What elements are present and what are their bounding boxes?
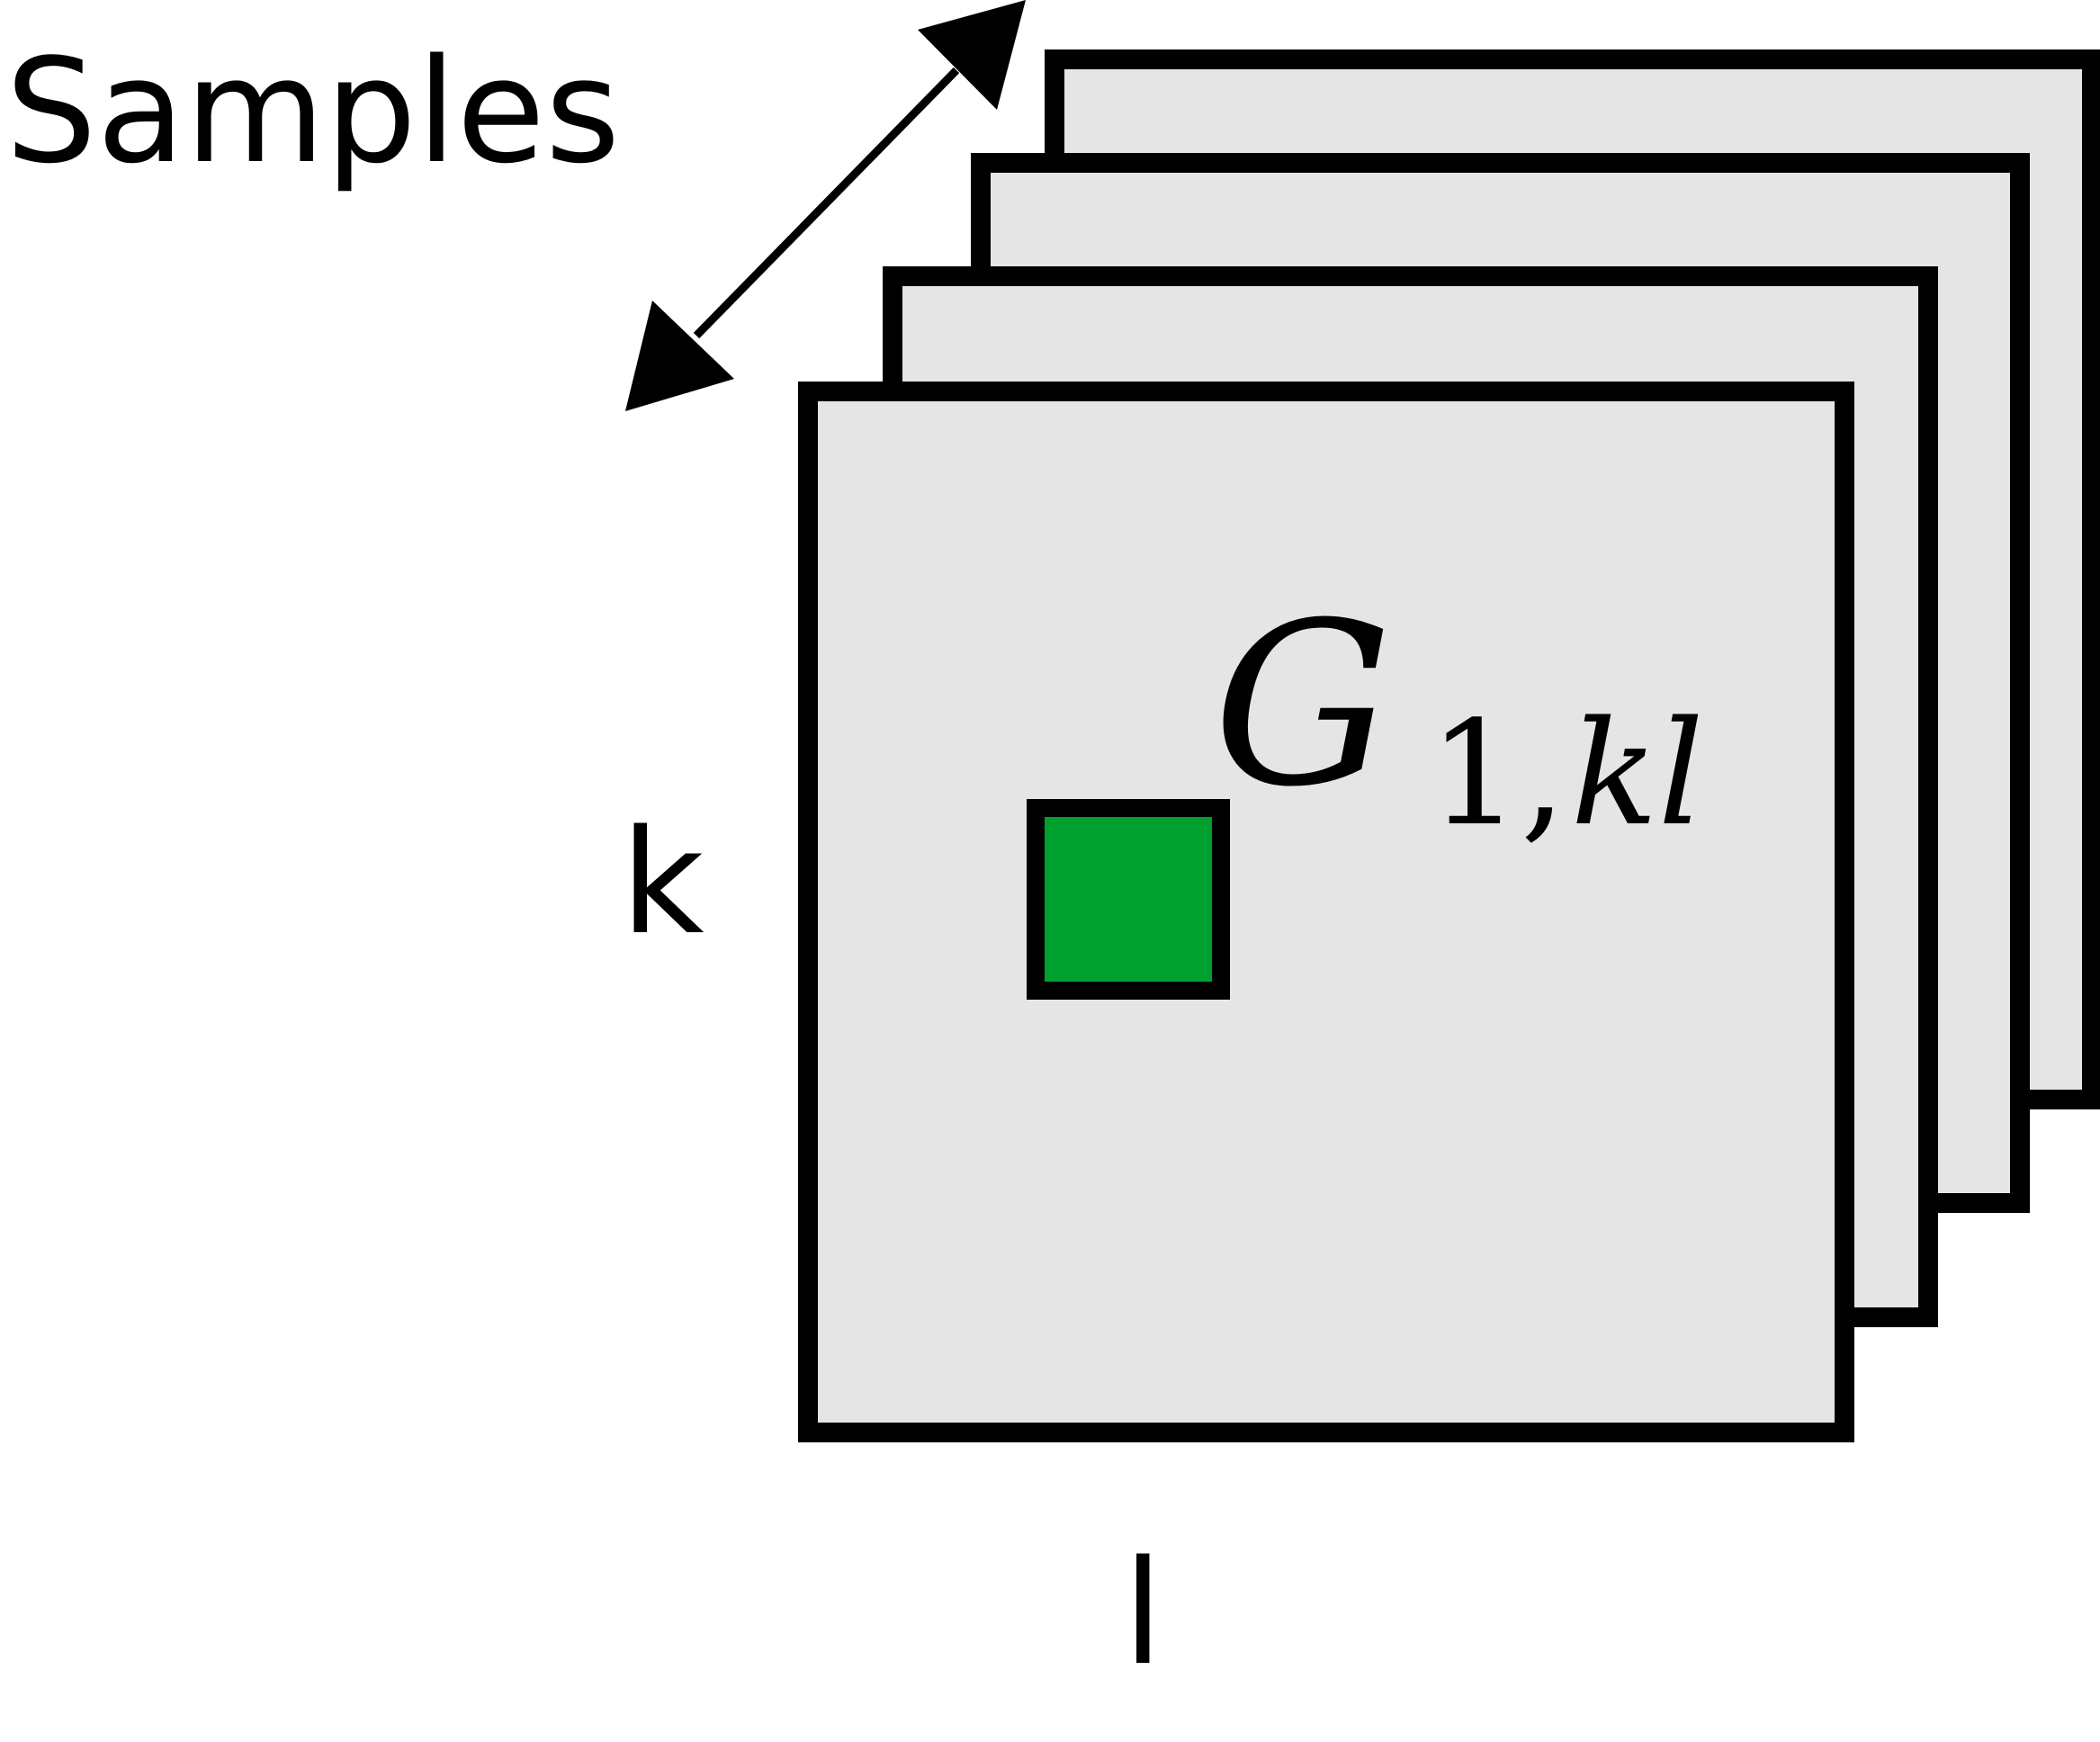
formula-label: G 1, kl bbox=[1213, 574, 1704, 858]
arrow-head-up-right bbox=[918, 0, 1026, 110]
formula-main-symbol: G bbox=[1213, 574, 1393, 836]
row-axis-label: k bbox=[621, 798, 704, 966]
samples-axis-arrow bbox=[625, 0, 1026, 411]
column-axis-label: l bbox=[1123, 1529, 1162, 1697]
samples-label: Samples bbox=[5, 27, 620, 195]
sample-sheet-1 bbox=[798, 382, 1854, 1442]
arrow-head-down-left bbox=[625, 301, 734, 411]
formula-subscript-vars: kl bbox=[1571, 689, 1704, 858]
formula-subscript-index: 1, bbox=[1429, 689, 1566, 858]
highlighted-element-kl bbox=[1027, 799, 1230, 1000]
